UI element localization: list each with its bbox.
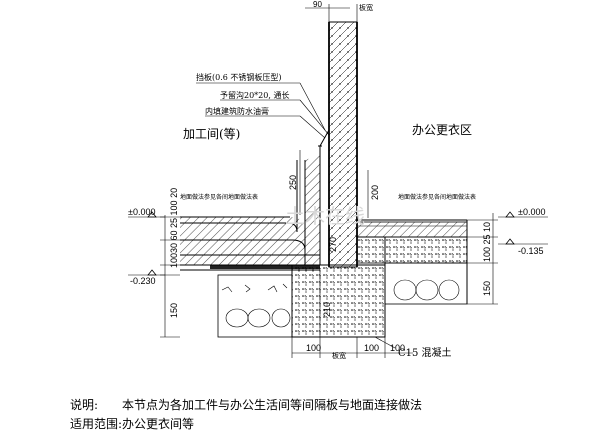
right-150: 150	[482, 281, 492, 296]
dim-210: 210	[322, 302, 332, 317]
baffle-label: 挡板(0.6 不锈钢板压型)	[196, 72, 282, 82]
elev-left-zero: ±0.000	[128, 207, 155, 217]
elev-left-neg: -0.230	[130, 276, 156, 286]
right-room-label: 办公更衣区	[412, 122, 472, 137]
concrete-label: C15 混凝土	[398, 346, 452, 359]
wall-panel	[328, 21, 358, 268]
top-board-label: 板宽	[359, 3, 373, 12]
right-floor-note: 地面做法参见各间地面做法表	[398, 193, 476, 201]
left-floor-note: 地面做法参见各间地面做法表	[180, 193, 258, 201]
right-stack: 100 25 10	[482, 222, 492, 262]
left-vertical-dims: 10030 60 25 100 20	[169, 188, 179, 268]
right-dim-chain: 100 25 10 150	[467, 213, 498, 305]
dim-200: 200	[370, 185, 380, 200]
right-floor: 地面做法参见各间地面做法表	[356, 193, 476, 305]
dim-250: 250	[288, 175, 298, 190]
elevation-marks: ±0.000 -0.230 ±0.000 -0.135	[128, 207, 548, 286]
concrete-plinth	[291, 236, 386, 338]
inner-dims: 250 200 270 210	[288, 150, 380, 337]
left-room-label: 加工间(等)	[183, 127, 240, 141]
bottom-dim-2: 100	[364, 343, 379, 353]
watermark: 土木在线	[285, 204, 365, 228]
groove-label: 予留沟20*20, 通长	[220, 90, 289, 100]
baffle-callout: 挡板(0.6 不锈钢板压型) 予留沟20*20, 通长 内填建筑防水油膏	[196, 72, 330, 139]
left-dim-chain: 10030 60 25 100 20 150	[160, 188, 180, 338]
bottom-board: 板宽	[332, 351, 346, 360]
bottom-dim-3: 100	[390, 343, 405, 353]
left-150: 150	[169, 303, 179, 318]
elev-right-neg: -0.135	[518, 246, 544, 256]
sealant-label: 内填建筑防水油膏	[205, 106, 269, 116]
top-dim-label: 90	[313, 0, 322, 9]
top-dimension: 90 板宽	[305, 0, 373, 22]
elev-right-zero: ±0.000	[518, 207, 545, 217]
bottom-dim-1: 100	[306, 343, 321, 353]
dim-270: 270	[328, 237, 338, 252]
bottom-dims: 100 板宽 100 100 C15 混凝土	[291, 336, 452, 360]
